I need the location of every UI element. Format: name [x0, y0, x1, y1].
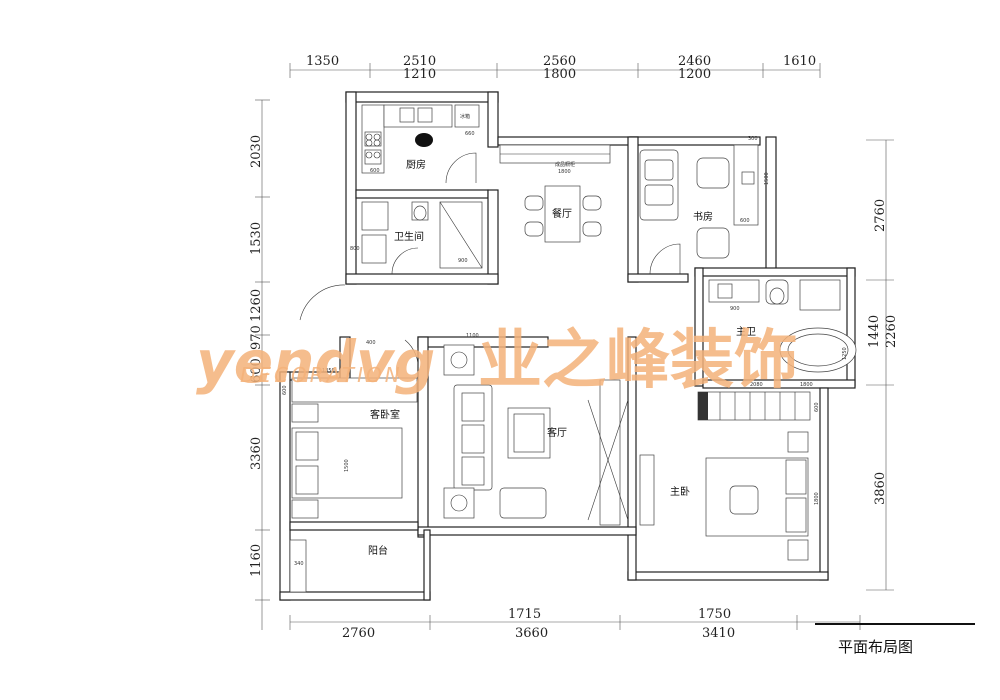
balcony: 340 阳台 — [289, 539, 388, 593]
dim-left-2: 1530 — [249, 222, 264, 255]
mbath-dim-1800: 1800 — [800, 382, 813, 388]
room-living: 客厅 — [547, 426, 567, 439]
dim-bottom-2: 3660 — [515, 626, 548, 641]
watermark-brand-en: yendvg — [196, 328, 435, 396]
dim-top-5: 1610 — [783, 54, 816, 69]
dining: 成品橱柜 1800 餐厅 — [499, 144, 611, 243]
bath-dim-800: 800 — [350, 246, 360, 252]
watermark-brand-cn: 业之峰装饰 — [478, 324, 798, 398]
living-room: 400 1100 客厅 — [366, 333, 629, 526]
wardrobe: 600 — [697, 391, 820, 421]
room-balcony: 阳台 — [368, 544, 388, 557]
dim-top-inner-2: 1800 — [543, 67, 576, 82]
mbath-dim-2080: 2080 — [750, 382, 763, 388]
dim-right-4: 3860 — [873, 472, 888, 505]
dim-left-4: 970 — [249, 325, 264, 350]
room-study: 书房 — [693, 210, 713, 223]
dim-top-inner-1: 1210 — [403, 67, 436, 82]
room-master-bath: 主卫 — [736, 326, 756, 338]
dim-bottom-1: 2760 — [342, 626, 375, 641]
kitchen-dim-600: 600 — [370, 168, 380, 174]
mbath-dim-1250: 1250 — [842, 347, 848, 360]
bathroom: 800 900 卫生间 — [350, 201, 483, 275]
dim-right-2: 1440 — [867, 315, 882, 348]
mbed-dim-1800: 1800 — [814, 492, 820, 505]
dim-right-3: 2260 — [884, 315, 899, 348]
guest-dim-1350: 1350 — [322, 368, 335, 374]
room-dining: 餐厅 — [552, 207, 572, 220]
living-dim-1100: 1100 — [466, 333, 479, 339]
dim-top-inner-3: 1200 — [678, 67, 711, 82]
dim-top-1: 1350 — [306, 54, 339, 69]
dim-left-3: 1260 — [249, 289, 264, 322]
dim-bottom-inner-2: 1750 — [698, 607, 731, 622]
room-kitchen: 厨房 — [406, 158, 426, 171]
room-master-bedroom: 主卧 — [670, 485, 690, 498]
master-bath: 900 1250 2080 1800 主卫 — [708, 279, 857, 388]
study-dim-300: 300 — [748, 136, 758, 142]
bath-dim-900: 900 — [458, 258, 468, 264]
balcony-dim-340: 340 — [294, 561, 304, 567]
wardrobe-dim-600: 600 — [814, 402, 820, 412]
right-dimension-lines — [866, 139, 894, 591]
dim-bottom-3: 3410 — [702, 626, 735, 641]
left-dimension-lines — [255, 99, 270, 630]
dim-top-3: 2560 — [543, 54, 576, 69]
dim-top-2: 2510 — [403, 54, 436, 69]
cabinet-label: 成品橱柜 — [555, 161, 575, 168]
room-guest-bedroom: 客卧室 — [370, 408, 400, 421]
mbath-dim-900: 900 — [730, 306, 740, 312]
guest-dim-600: 600 — [282, 385, 288, 395]
bottom-dimension-lines — [289, 615, 861, 630]
room-bathroom: 卫生间 — [394, 230, 424, 243]
walls — [279, 91, 856, 601]
dim-left-5: 600 — [249, 358, 264, 383]
kitchen-dim-660: 660 — [465, 131, 475, 137]
watermark-brand-sub: DECORATION — [240, 363, 403, 387]
dim-left-1: 2030 — [249, 135, 264, 168]
dim-right-1: 2760 — [873, 199, 888, 232]
master-bedroom: 1800 主卧 — [639, 431, 820, 561]
plan-title: 平面布局图 — [838, 638, 913, 656]
dim-left-7: 1160 — [249, 544, 264, 577]
dim-bottom-inner-1: 1715 — [508, 607, 541, 622]
door-arcs — [299, 284, 419, 373]
study-dim-600: 600 — [740, 218, 750, 224]
title-block: 平面布局图 — [815, 623, 975, 656]
dim-top-4: 2460 — [678, 54, 711, 69]
living-dim-400: 400 — [366, 340, 376, 346]
dim-left-6: 3360 — [249, 437, 264, 470]
guest-dim-1500: 1500 — [344, 459, 350, 472]
guest-bedroom: 1350 600 1500 客卧室 — [282, 368, 418, 519]
top-dimension-lines — [289, 63, 821, 78]
kitchen: 冰箱 600 660 厨房 — [361, 104, 480, 184]
fridge-label: 冰箱 — [460, 113, 470, 120]
study-dim-1500: 1500 — [764, 172, 770, 185]
cabinet-dim: 1800 — [558, 169, 571, 175]
watermark: yendvg DECORATION 业之峰装饰 — [196, 324, 798, 398]
study: 300 1500 600 书房 — [639, 136, 770, 275]
